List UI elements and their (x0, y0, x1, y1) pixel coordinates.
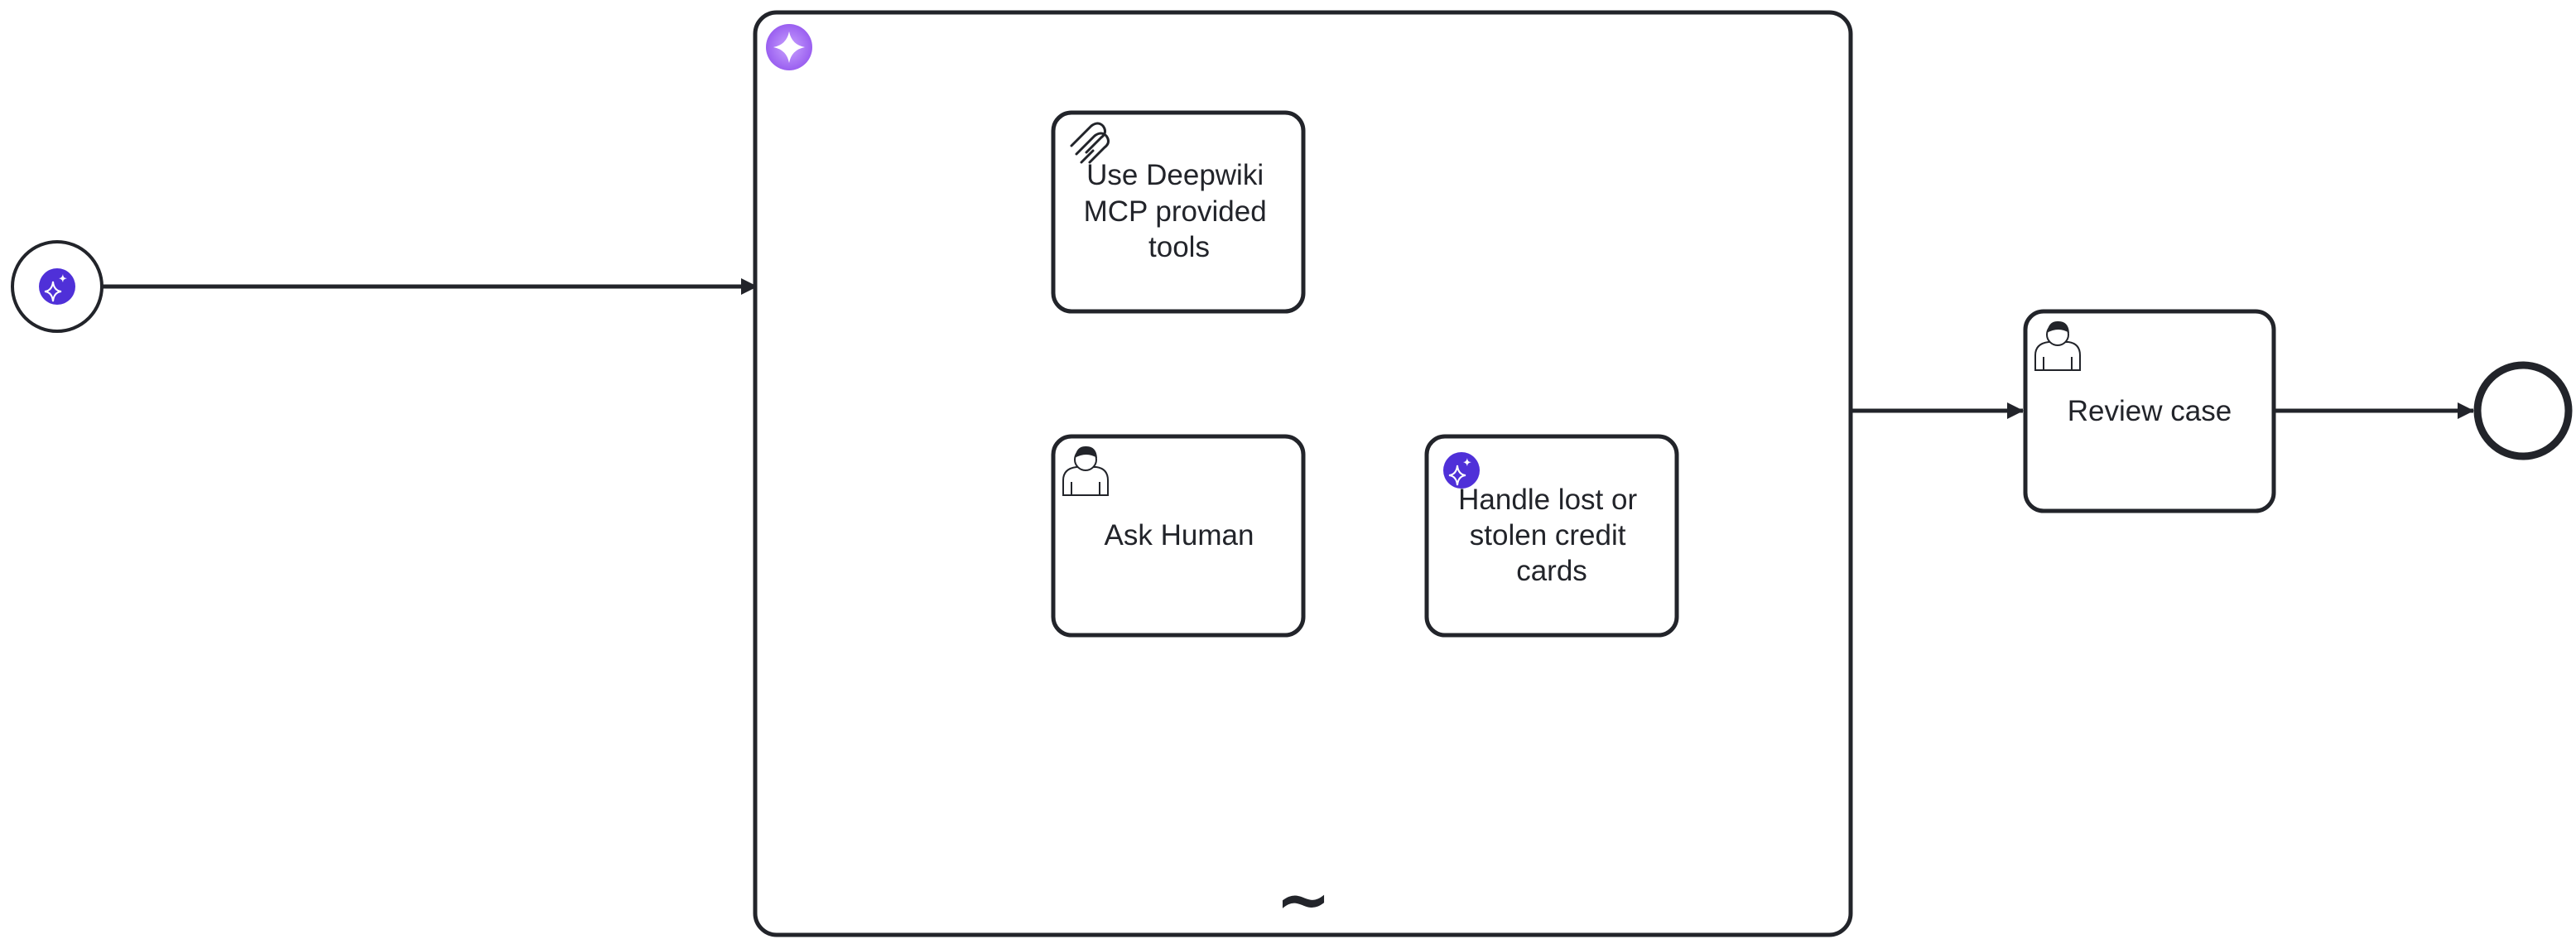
svg-text:Ask Human: Ask Human (1105, 519, 1254, 551)
end-event[interactable] (2473, 361, 2573, 460)
task-label-line: MCP provided (1084, 195, 1267, 228)
start-event[interactable] (11, 240, 104, 333)
task-handle-lost-cards[interactable]: Handle lost or stolen credit cards (1424, 434, 1679, 638)
svg-text:Review case: Review case (2068, 395, 2232, 427)
task-label-line: tools (1148, 231, 1210, 263)
ai-sparkle-icon (1443, 452, 1480, 489)
mcp-icon (1070, 122, 1110, 164)
ai-sparkle-icon (39, 268, 75, 305)
user-icon (2034, 320, 2081, 371)
task-review-case[interactable]: Review case (2023, 309, 2276, 513)
task-ask-human[interactable]: Ask Human (1051, 434, 1306, 638)
task-label-line: stolen credit (1470, 519, 1626, 551)
svg-text:Handle lost or stolen cr: Handle lost or stolen credit cards (1458, 484, 1645, 587)
task-label-line: Ask Human (1105, 519, 1254, 551)
ai-agent-sparkle-icon (766, 24, 812, 70)
svg-text:Use Deepwiki MCP provide: Use Deepwiki MCP provided tools (1084, 159, 1275, 263)
task-deepwiki-mcp[interactable]: Use Deepwiki MCP provided tools (1051, 110, 1306, 314)
task-label-line: Review case (2068, 395, 2232, 427)
ad-hoc-marker: ~ (1275, 861, 1331, 938)
user-icon (1062, 446, 1109, 496)
task-label-line: Handle lost or (1458, 484, 1637, 516)
task-label-line: Use Deepwiki (1086, 159, 1264, 191)
task-label-line: cards (1516, 555, 1587, 587)
